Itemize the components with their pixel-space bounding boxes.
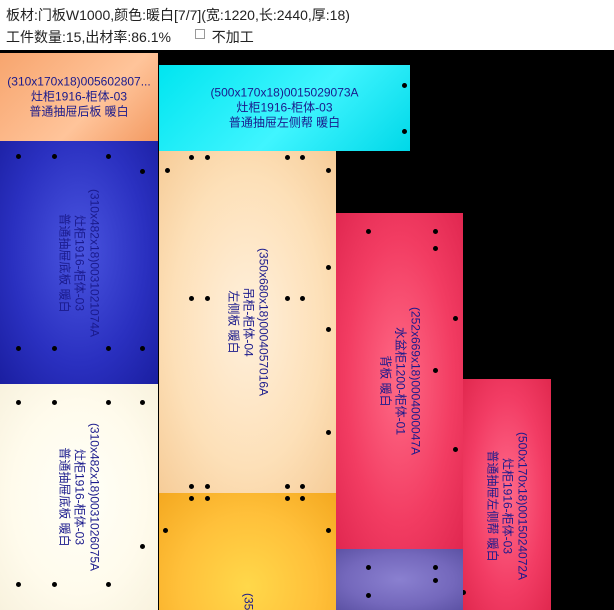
workpiece-desc: 普通抽屉后板 暖白 <box>29 104 129 119</box>
workpiece-code: (500x170x18)0015024072A <box>515 431 530 581</box>
workpiece-desc: 背板 暖白 <box>378 355 392 407</box>
workpiece-name: 灶柜1916-柜体-03 <box>72 448 87 546</box>
workpiece-name: 灶柜1916-柜体-03 <box>30 89 128 104</box>
hole-marker <box>52 154 57 159</box>
workpiece-desc: 普通抽屉底板 暖白 <box>57 212 72 313</box>
hole-marker <box>433 246 438 251</box>
workpiece-name: 水盆柜1200-柜体-01 <box>393 326 407 436</box>
hole-marker <box>205 155 210 160</box>
workpiece-5[interactable]: (310x482x18)0031026075A 灶柜1916-柜体-03 普通抽… <box>0 384 158 610</box>
hole-marker <box>16 400 21 405</box>
hole-marker <box>326 430 331 435</box>
hole-marker <box>300 155 305 160</box>
hole-marker <box>326 168 331 173</box>
workpiece-code: (252x669x18)0004000047A <box>408 306 422 456</box>
hole-marker <box>189 155 194 160</box>
workpiece-6[interactable]: (500x170x18)0015024072A 灶柜1916-柜体-03 普通抽… <box>463 379 551 610</box>
workpiece-label: (310x482x18)0031021074A 灶柜1916-柜体-03 普通抽… <box>57 188 102 336</box>
header-panel: 板材:门板W1000,颜色:暖白[7/7](宽:1220,长:2440,厚:18… <box>0 0 614 50</box>
hole-marker <box>433 368 438 373</box>
hole-marker <box>140 346 145 351</box>
hole-marker <box>453 447 458 452</box>
hole-marker <box>366 593 371 598</box>
hole-marker <box>366 229 371 234</box>
workpiece-1[interactable]: (500x170x18)0015029073A 灶柜1916-柜体-03 普通抽… <box>159 65 410 151</box>
workpiece-code: (350x680x18)0004057016A <box>256 247 270 397</box>
workpiece-code: (310x170x18)005602807... <box>7 74 151 89</box>
hole-marker <box>285 155 290 160</box>
hole-marker <box>285 484 290 489</box>
hole-marker <box>165 168 170 173</box>
workpiece-label: (350 <box>240 593 255 610</box>
hole-marker <box>433 229 438 234</box>
hole-marker <box>106 346 111 351</box>
workpiece-desc: 普通抽屉左侧帮 暖白 <box>228 115 341 130</box>
hole-marker <box>189 296 194 301</box>
hole-marker <box>205 496 210 501</box>
no-process-checkbox[interactable] <box>194 29 205 40</box>
workpiece-desc: 普通抽屉左侧帮 暖白 <box>485 450 500 562</box>
workpiece-code: (310x482x18)0031026075A <box>87 422 102 572</box>
workpiece-label: (252x669x18)0004000047A 水盆柜1200-柜体-01 背板… <box>377 307 422 455</box>
workpiece-8[interactable] <box>336 549 463 610</box>
hole-marker <box>140 169 145 174</box>
hole-marker <box>463 590 466 595</box>
workpiece-0[interactable]: (310x170x18)005602807... 灶柜1916-柜体-03 普通… <box>0 53 158 141</box>
hole-marker <box>16 346 21 351</box>
workpiece-name: 灶柜1916-柜体-03 <box>236 100 333 115</box>
hole-marker <box>300 296 305 301</box>
stats-row: 工件数量:15,出材率:86.1% 不加工 <box>6 27 254 47</box>
hole-marker <box>326 327 331 332</box>
hole-marker <box>189 484 194 489</box>
hole-marker <box>433 578 438 583</box>
workpiece-7[interactable]: (350 <box>159 493 336 610</box>
hole-marker <box>140 400 145 405</box>
workpiece-code: (350 <box>241 592 255 610</box>
workpiece-name: 灶柜1916-柜体-03 <box>72 214 87 311</box>
workpiece-desc: 普通抽屉底板 暖白 <box>57 447 72 547</box>
no-process-label[interactable]: 不加工 <box>211 29 254 45</box>
hole-marker <box>16 582 21 587</box>
hole-marker <box>52 582 57 587</box>
hole-marker <box>106 400 111 405</box>
hole-marker <box>52 400 57 405</box>
hole-marker <box>300 484 305 489</box>
cutting-layout-board: (310x170x18)005602807... 灶柜1916-柜体-03 普通… <box>0 50 614 610</box>
hole-marker <box>16 154 21 159</box>
hole-marker <box>326 265 331 270</box>
workpiece-label: (310x482x18)0031026075A 灶柜1916-柜体-03 普通抽… <box>57 423 102 571</box>
hole-marker <box>189 496 194 501</box>
hole-marker <box>205 484 210 489</box>
hole-marker <box>106 154 111 159</box>
stats-text: 工件数量:15,出材率:86.1% <box>6 29 171 45</box>
hole-marker <box>140 544 145 549</box>
hole-marker <box>52 346 57 351</box>
hole-marker <box>300 496 305 501</box>
hole-marker <box>366 565 371 570</box>
workpiece-label: (310x170x18)005602807... 灶柜1916-柜体-03 普通… <box>7 75 150 120</box>
workpiece-code: (500x170x18)0015029073A <box>210 85 359 100</box>
workpiece-name: 吊柜-柜体-04 <box>241 287 255 357</box>
workpiece-2[interactable]: (310x482x18)0031021074A 灶柜1916-柜体-03 普通抽… <box>0 141 158 384</box>
workpiece-desc: 左侧板 暖白 <box>226 290 240 354</box>
hole-marker <box>433 565 438 570</box>
hole-marker <box>453 316 458 321</box>
hole-marker <box>163 528 168 533</box>
hole-marker <box>326 528 331 533</box>
board-info-text: 板材:门板W1000,颜色:暖白[7/7](宽:1220,长:2440,厚:18… <box>6 7 350 23</box>
workpiece-label: (500x170x18)0015029073A 灶柜1916-柜体-03 普通抽… <box>210 86 358 131</box>
hole-marker <box>285 496 290 501</box>
workpiece-label: (500x170x18)0015024072A 灶柜1916-柜体-03 普通抽… <box>485 432 530 580</box>
hole-marker <box>285 296 290 301</box>
workpiece-label: (350x680x18)0004057016A 吊柜-柜体-04 左侧板 暖白 <box>225 248 270 396</box>
workpiece-3[interactable]: (350x680x18)0004057016A 吊柜-柜体-04 左侧板 暖白 <box>159 151 336 493</box>
workpiece-code: (310x482x18)0031021074A <box>87 188 102 337</box>
hole-marker <box>106 582 111 587</box>
hole-marker <box>402 83 407 88</box>
hole-marker <box>205 296 210 301</box>
workpiece-name: 灶柜1916-柜体-03 <box>500 458 515 555</box>
hole-marker <box>402 129 407 134</box>
workpiece-4[interactable]: (252x669x18)0004000047A 水盆柜1200-柜体-01 背板… <box>336 213 463 549</box>
